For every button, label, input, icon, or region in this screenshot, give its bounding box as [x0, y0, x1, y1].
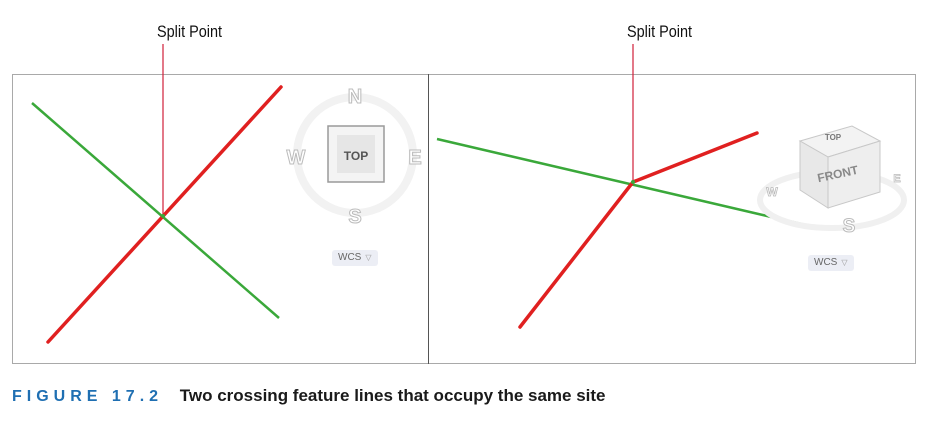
figure-number: FIGURE 17.2: [12, 388, 164, 405]
split-point-label-right: Split Point: [627, 22, 693, 41]
compass-south[interactable]: S: [348, 206, 362, 229]
split-point-marker-left: [161, 214, 165, 218]
feature-line-green-right[interactable]: [436, 137, 811, 228]
feature-line-red-right[interactable]: [518, 131, 759, 329]
wcs-menu-right[interactable]: WCS ▽: [808, 255, 854, 271]
viewcube-face-top[interactable]: TOP: [344, 149, 368, 163]
feature-line-green-left[interactable]: [31, 102, 280, 319]
viewcube-3d[interactable]: [757, 125, 907, 231]
chevron-down-icon: ▽: [365, 253, 372, 262]
viewcube-face-top-3d[interactable]: TOP: [825, 133, 842, 142]
figure-caption-text: Two crossing feature lines that occupy t…: [179, 386, 606, 405]
split-point-label-left: Split Point: [157, 22, 223, 41]
compass-north[interactable]: N: [347, 86, 362, 109]
feature-line-red-left[interactable]: [46, 85, 283, 344]
viewport-divider[interactable]: [428, 74, 429, 364]
compass-east[interactable]: E: [408, 147, 422, 170]
compass-west-3d[interactable]: W: [766, 185, 779, 200]
compass-south-3d[interactable]: S: [842, 216, 856, 238]
figure-caption: FIGURE 17.2 Two crossing feature lines t…: [12, 386, 606, 406]
wcs-label-right: WCS: [814, 257, 838, 268]
split-point-marker-right: [631, 180, 635, 184]
viewcube-top[interactable]: [293, 93, 417, 217]
compass-west[interactable]: W: [286, 147, 306, 170]
compass-east-3d[interactable]: E: [893, 173, 901, 186]
wcs-label-left: WCS: [338, 252, 362, 263]
chevron-down-icon: ▽: [841, 258, 848, 267]
wcs-menu-left[interactable]: WCS ▽: [332, 250, 378, 266]
